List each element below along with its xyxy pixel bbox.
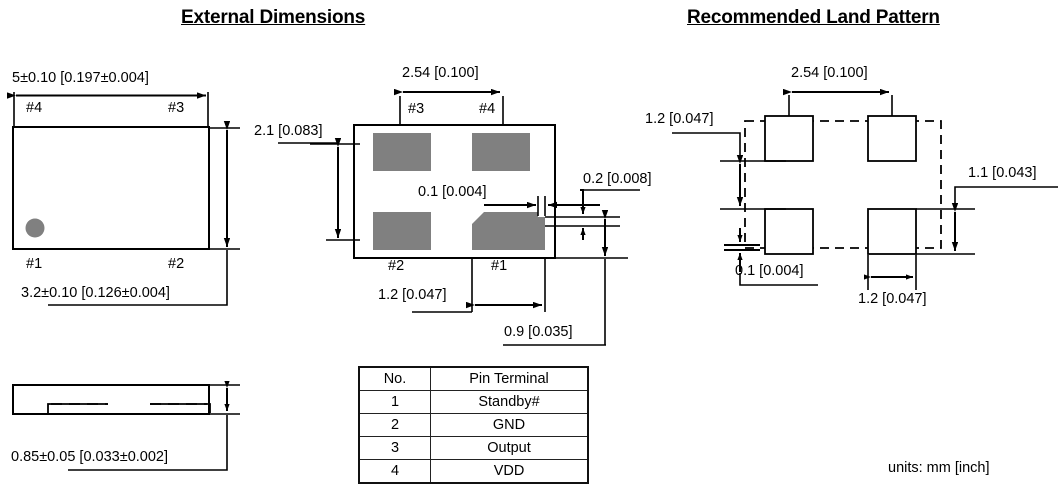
side-view-thickness-label: 0.85±0.05 [0.033±0.002] xyxy=(11,449,169,465)
bottom-view-span-label: 2.1 [0.083] xyxy=(254,123,323,139)
top-view-pin2-label: #2 xyxy=(168,256,185,272)
table-row: 1 Standby# xyxy=(358,390,589,414)
pad-3 xyxy=(373,133,431,171)
pad-1 xyxy=(472,212,545,250)
land-pad-top-right xyxy=(867,115,917,162)
step-dimension-arrow-down xyxy=(580,189,586,215)
table-row: 2 GND xyxy=(358,413,589,437)
bottom-view-pin3-label: #3 xyxy=(408,101,425,117)
bottom-view-pad-offset-label: 1.2 [0.047] xyxy=(378,287,447,303)
table-header-no: No. xyxy=(358,366,431,391)
top-view-height-dimension-label: 3.2±0.10 [0.126±0.004] xyxy=(21,285,170,301)
pad-4 xyxy=(472,133,530,171)
recommended-land-pattern-title: Recommended Land Pattern xyxy=(687,7,940,28)
table-header-pin-terminal: Pin Terminal xyxy=(430,366,589,391)
top-view-drawing xyxy=(7,92,240,306)
pin1-index-dot xyxy=(25,218,45,238)
bottom-view-pin1-label: #1 xyxy=(491,258,508,274)
lp-vpitch-dimension-leader xyxy=(672,132,741,160)
pin-no-4: 4 xyxy=(358,459,431,484)
bottom-view-pad-width-label: 0.9 [0.035] xyxy=(504,324,573,340)
pin-no-2: 2 xyxy=(358,413,431,437)
top-view-width-dimension-label: 5±0.10 [0.197±0.004] xyxy=(12,70,149,86)
lp-padh-dimension-leader xyxy=(954,186,1058,208)
top-view-pin1-label: #1 xyxy=(26,256,43,272)
pad-2 xyxy=(373,212,431,250)
pin-no-3: 3 xyxy=(358,436,431,460)
land-pad-bottom-left xyxy=(764,208,814,255)
package-body-top-view xyxy=(12,126,210,250)
pin-terminal-1: Standby# xyxy=(430,390,589,414)
land-pattern-pitch-label: 2.54 [0.100] xyxy=(791,65,868,81)
thickness-dimension-leader xyxy=(68,415,228,471)
external-dimensions-title: External Dimensions xyxy=(181,7,366,28)
land-pad-top-left xyxy=(764,115,814,162)
bottom-view-pin2-label: #2 xyxy=(388,258,405,274)
pin-terminal-3: Output xyxy=(430,436,589,460)
land-pattern-vertical-pitch-label: 1.2 [0.047] xyxy=(645,111,714,127)
land-pattern-drawing xyxy=(672,88,1058,290)
pin-terminal-4: VDD xyxy=(430,459,589,484)
land-pattern-pad-height-label: 1.1 [0.043] xyxy=(968,165,1037,181)
land-pad-bottom-right xyxy=(867,208,917,255)
table-row: 4 VDD xyxy=(358,459,589,484)
bottom-view-step-height-label: 0.2 [0.008] xyxy=(583,171,652,187)
pin-table-body: No. Pin Terminal 1 Standby# 2 GND 3 Outp… xyxy=(358,366,589,484)
bottom-view-pin4-label: #4 xyxy=(479,101,496,117)
table-row: 3 Output xyxy=(358,436,589,460)
pin-terminal-table: No. Pin Terminal 1 Standby# 2 GND 3 Outp… xyxy=(358,366,589,484)
table-header-row: No. Pin Terminal xyxy=(358,366,589,391)
package-body-side-view xyxy=(12,384,210,415)
land-pattern-outline xyxy=(744,120,942,249)
land-pattern-clearance-label: 0.1 [0.004] xyxy=(735,263,804,279)
bottom-view-drawing xyxy=(278,88,640,346)
land-pattern-pad-width-label: 1.2 [0.047] xyxy=(858,291,927,307)
bottom-view-pitch-label: 2.54 [0.100] xyxy=(402,65,479,81)
top-view-pin4-label: #4 xyxy=(26,100,43,116)
pin-terminal-2: GND xyxy=(430,413,589,437)
lp-clear-dimension-leader xyxy=(739,273,818,286)
pin-no-1: 1 xyxy=(358,390,431,414)
height-dimension-leader xyxy=(48,250,228,306)
units-note: units: mm [inch] xyxy=(888,460,990,476)
side-view-drawing xyxy=(12,380,240,471)
top-view-pin3-label: #3 xyxy=(168,100,185,116)
bottom-view-gap-label: 0.1 [0.004] xyxy=(418,184,487,200)
